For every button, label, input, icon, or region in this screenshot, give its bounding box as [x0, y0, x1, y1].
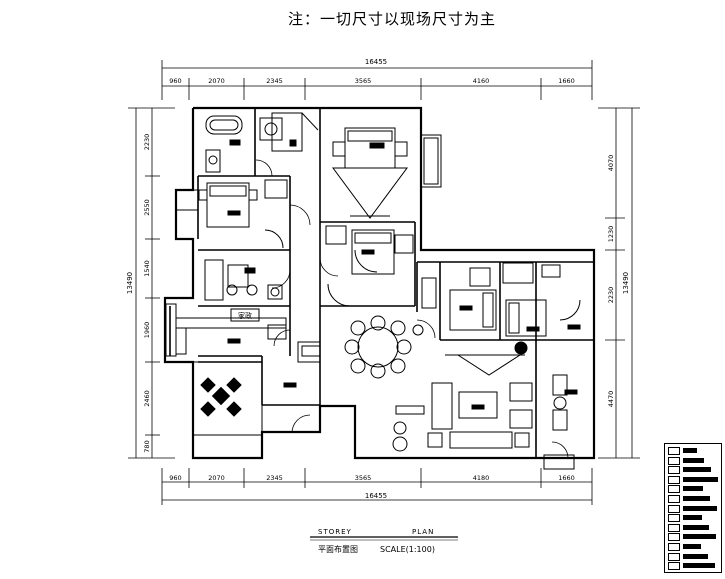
- legend-row: [668, 542, 718, 552]
- legend-symbol: [668, 543, 680, 551]
- bottom-segment-dim: 2345: [266, 474, 283, 482]
- symbol-legend: [664, 443, 722, 573]
- living-room-furniture: [392, 341, 533, 452]
- title-scale: SCALE(1:100): [380, 545, 435, 554]
- kitchen-fixtures: [175, 308, 287, 355]
- right-segment-dim: 4470: [607, 391, 615, 408]
- left-segment-dim: 2550: [143, 199, 151, 216]
- left-segment-dim: 1540: [143, 260, 151, 277]
- legend-symbol: [668, 447, 680, 455]
- legend-text-mark: [683, 524, 709, 530]
- title-storey: STOREY: [318, 528, 352, 536]
- legend-text-mark: [683, 476, 718, 482]
- legend-symbol: [668, 552, 680, 561]
- legend-symbol: [668, 562, 680, 571]
- legend-row: [668, 561, 718, 571]
- legend-row: [668, 494, 718, 504]
- plan-title-block: [310, 536, 458, 541]
- bottom-segment-dim: 3565: [355, 474, 372, 482]
- legend-symbol: [668, 456, 680, 465]
- terrace-table-set: [200, 377, 297, 417]
- dining-set: [301, 315, 424, 379]
- top-segment-dim: 960: [169, 77, 181, 85]
- right-bedrooms-furniture: [421, 262, 581, 337]
- bottom-segment-dim: 4180: [473, 474, 490, 482]
- bottom-segment-labels: 960 2070 2345 3565 4180 1660: [169, 474, 574, 482]
- legend-symbol: [668, 523, 680, 532]
- left-dimension-chain: [128, 107, 175, 459]
- legend-row: [668, 475, 718, 485]
- legend-symbol: [668, 466, 680, 475]
- top-segment-dim: 1660: [558, 77, 575, 85]
- legend-text-mark: [683, 486, 703, 492]
- title-plan: PLAN: [412, 528, 434, 536]
- legend-symbol: [668, 514, 680, 523]
- master-bedroom-furniture: [271, 112, 408, 219]
- legend-text-mark: [683, 448, 697, 453]
- second-bedroom-furniture: [198, 179, 288, 249]
- legend-row: [668, 504, 718, 514]
- balcony-furniture: [552, 374, 578, 431]
- legend-symbol: [668, 533, 680, 542]
- top-segment-dim: 4160: [473, 77, 490, 85]
- legend-symbol: [668, 504, 680, 513]
- right-segment-labels: 4070 1230 2230 4470: [607, 155, 615, 408]
- legend-row: [668, 484, 718, 494]
- top-segment-labels: 960 2070 2345 3565 4160 1660: [169, 77, 574, 85]
- title-chinese: 平面布置图: [318, 544, 358, 554]
- bottom-segment-dim: 2070: [208, 474, 225, 482]
- bottom-total-dim: 16455: [365, 492, 387, 500]
- legend-symbol: [668, 475, 680, 484]
- header-note: 注：一切尺寸以现场尺寸为主: [288, 10, 497, 28]
- legend-text-mark: [683, 505, 717, 511]
- bottom-segment-dim: 960: [169, 474, 181, 482]
- exterior-walls: [163, 106, 596, 460]
- legend-text-mark: [683, 457, 704, 463]
- top-total-dim: 16455: [365, 58, 387, 66]
- third-bedroom-furniture: [325, 225, 414, 307]
- legend-row: [668, 552, 718, 562]
- bathroom-fixtures: [204, 115, 283, 301]
- legend-text-mark: [683, 544, 701, 549]
- top-dimension-chain: [161, 60, 593, 100]
- legend-row: [668, 456, 718, 466]
- legend-row: [668, 523, 718, 533]
- legend-text-mark: [683, 534, 716, 540]
- top-segment-dim: 2070: [208, 77, 225, 85]
- left-total-dim: 13490: [126, 272, 134, 294]
- left-segment-dim: 2230: [143, 134, 151, 151]
- left-segment-dim: 1960: [143, 322, 151, 339]
- laundry-room-tag: 家政: [238, 311, 252, 320]
- bottom-segment-dim: 1660: [558, 474, 575, 482]
- right-segment-dim: 4070: [607, 155, 615, 172]
- left-segment-dim: 780: [143, 440, 151, 452]
- right-segment-dim: 1230: [607, 226, 615, 243]
- legend-symbol: [668, 495, 680, 503]
- legend-row: [668, 532, 718, 542]
- legend-text-mark: [683, 553, 708, 559]
- legend-row: [668, 446, 718, 456]
- bottom-dimension-chain: [161, 468, 593, 505]
- right-dimension-chain: [598, 107, 640, 459]
- top-segment-dim: 3565: [355, 77, 372, 85]
- left-segment-dim: 2460: [143, 390, 151, 407]
- legend-symbol: [668, 485, 680, 494]
- left-segment-labels: 2230 2550 1540 1960 2460 780: [143, 134, 151, 453]
- door-swings: [255, 159, 569, 459]
- legend-text-mark: [683, 563, 715, 569]
- legend-text-mark: [683, 515, 702, 521]
- legend-text-mark: [683, 467, 711, 473]
- legend-text-mark: [683, 496, 710, 501]
- bay-windows: [165, 134, 575, 470]
- right-total-dim: 13490: [622, 272, 630, 294]
- legend-row: [668, 465, 718, 475]
- legend-row: [668, 513, 718, 523]
- right-segment-dim: 2230: [607, 287, 615, 304]
- top-segment-dim: 2345: [266, 77, 283, 85]
